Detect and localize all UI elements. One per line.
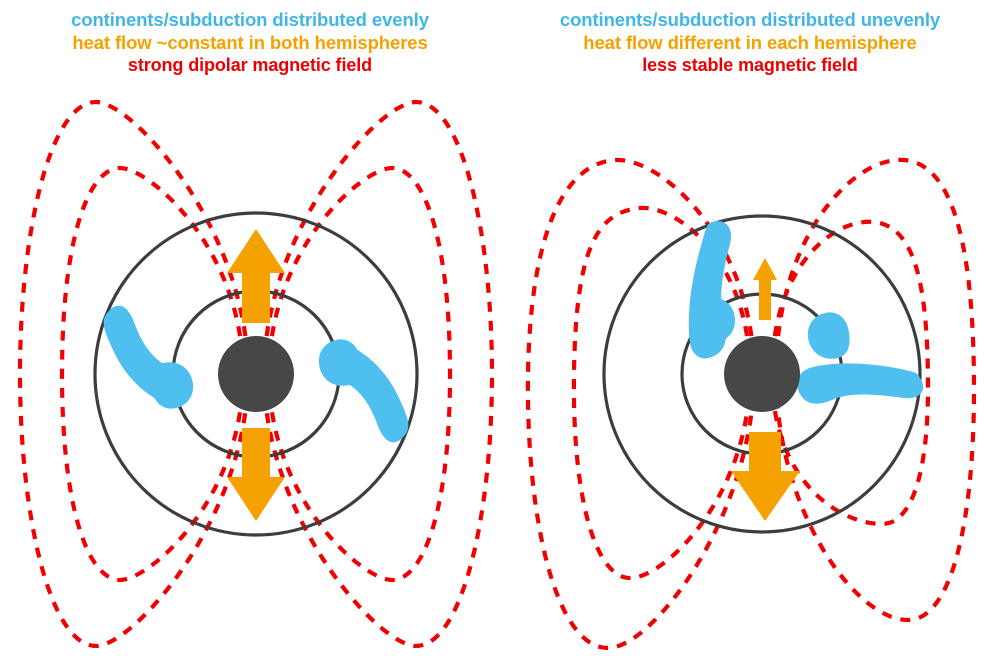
caption-heatflow-line: heat flow different in each hemisphere [583, 32, 917, 53]
panel-uneven-distribution: continents/subduction distributed uneven… [500, 0, 1000, 663]
caption-magnetic-field-line: strong dipolar magnetic field [127, 55, 373, 75]
caption-magnetic-field-line: less stable magnetic field [642, 55, 858, 75]
inner-field-loop-left [59, 165, 246, 583]
east-subduction-slab [797, 363, 924, 404]
outer-field-loop-right [773, 157, 977, 623]
outer-field-loop-left [17, 99, 251, 649]
inner-field-loop-right [266, 165, 453, 583]
caption-even: continents/subduction distributed evenly… [0, 0, 500, 77]
caption-tectonics-line: continents/subduction distributed evenly [71, 9, 429, 30]
heat-flow-arrows-uneven [731, 258, 800, 521]
northwest-slab-foot [690, 297, 736, 344]
north-heat-flow-arrow [227, 229, 285, 323]
panel-even-distribution: continents/subduction distributed evenly… [0, 0, 500, 649]
inner-core [724, 336, 800, 412]
north-heat-flow-arrow [753, 258, 777, 320]
planet-diagram-uneven [525, 157, 977, 651]
subduction-slabs-even [103, 305, 409, 443]
magnetic-field-lines-uneven [525, 157, 977, 651]
outer-field-loop-left [525, 157, 757, 651]
caption-heatflow-line: heat flow ~constant in both hemispheres [72, 32, 428, 53]
inner-field-loop-right [769, 219, 931, 527]
south-heat-flow-arrow [227, 428, 285, 521]
planet-diagram-even [17, 99, 495, 649]
south-heat-flow-arrow [731, 432, 800, 521]
outer-field-loop-right [261, 99, 495, 649]
east-slab-foot [807, 312, 850, 359]
caption-uneven: continents/subduction distributed uneven… [500, 0, 1000, 77]
magnetic-field-lines-even [17, 99, 495, 649]
caption-tectonics-line: continents/subduction distributed uneven… [559, 9, 941, 30]
west-slab-foot [151, 362, 194, 409]
inner-field-loop-left [571, 205, 753, 581]
mantle-shell-boundary [602, 214, 922, 534]
mantle-shell-boundary [93, 211, 419, 537]
east-slab-foot [318, 339, 361, 386]
subduction-slabs-uneven [688, 221, 924, 404]
inner-core [218, 336, 294, 412]
heat-flow-arrows-even [227, 229, 285, 521]
